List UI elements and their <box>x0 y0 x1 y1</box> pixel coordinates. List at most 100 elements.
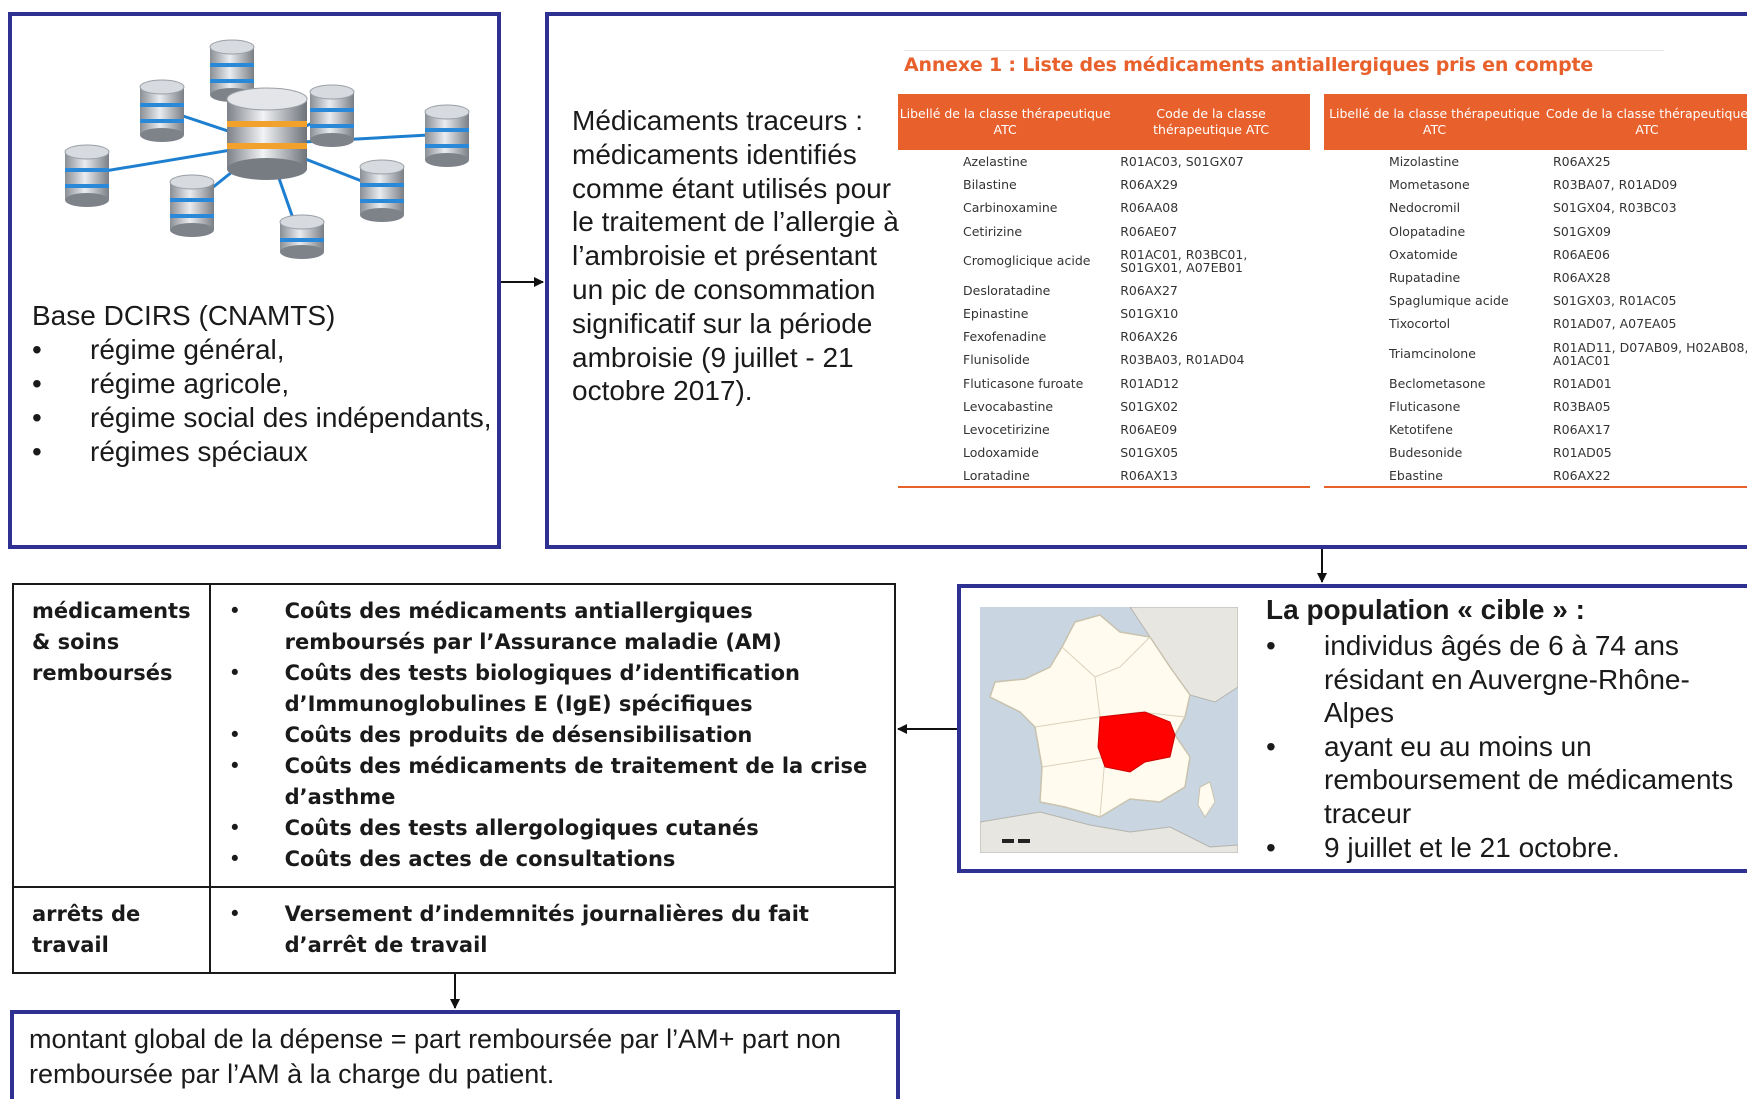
list-item: Coûts des tests allergologiques cutanés <box>229 813 880 844</box>
drug-name: Epinastine <box>963 306 1029 322</box>
drug-name: Beclometasone <box>1389 375 1486 391</box>
list-item: régime social des indépendants, <box>32 401 492 435</box>
list-item: régimes spéciaux <box>32 435 492 469</box>
table-row: Spaglumique acide S01GX03, R01AC05 <box>1324 289 1747 312</box>
drug-name: Mizolastine <box>1389 154 1460 170</box>
montant-text: montant global de la dépense = part remb… <box>29 1024 842 1089</box>
population-box: La population « cible » : individus âgés… <box>957 584 1747 873</box>
cost-items: Versement d’indemnités journalières du f… <box>208 886 897 974</box>
list-item: individus âgés de 6 à 74 ans résidant en… <box>1266 629 1747 730</box>
list-item: Coûts des actes de consultations <box>229 844 880 875</box>
montant-box: montant global de la dépense = part remb… <box>10 1010 900 1099</box>
cost-items: Coûts des médicaments antiallergiques re… <box>208 583 897 888</box>
atc-code: S01GX09 <box>1553 223 1611 239</box>
drug-name: Desloratadine <box>963 282 1051 298</box>
drug-name: Flunisolide <box>963 352 1030 368</box>
dcirs-description: Base DCIRS (CNAMTS) régime général, régi… <box>32 299 492 469</box>
dcirs-box: Base DCIRS (CNAMTS) régime général, régi… <box>8 12 501 549</box>
drug-name: Tixocortol <box>1389 316 1451 332</box>
table-row: Flunisolide R03BA03, R01AD04 <box>898 348 1310 371</box>
atc-code: R06AX17 <box>1553 421 1611 437</box>
table-row: Budesonide R01AD05 <box>1324 441 1747 464</box>
drug-name: Olopatadine <box>1389 223 1466 239</box>
atc-code: R06AX27 <box>1120 282 1178 298</box>
atc-code: S01GX03, R01AC05 <box>1553 293 1677 309</box>
list-item: Coûts des médicaments antiallergiques re… <box>229 596 880 658</box>
drug-name: Budesonide <box>1389 445 1463 461</box>
atc-code: R03BA07, R01AD09 <box>1553 177 1678 193</box>
atc-code: S01GX04, R03BC03 <box>1553 200 1677 216</box>
table-row: Epinastine S01GX10 <box>898 302 1310 325</box>
list-item: régime agricole, <box>32 367 492 401</box>
atc-code: R01AC03, S01GX07 <box>1120 154 1244 170</box>
table-row: arrêts de travail Versement d’indemnités… <box>12 886 897 974</box>
atc-code: R01AD12 <box>1120 375 1179 391</box>
table-row: Nedocromil S01GX04, R03BC03 <box>1324 196 1747 219</box>
atc-code: R06AE06 <box>1553 246 1610 262</box>
drug-name: Fexofenadine <box>963 329 1047 345</box>
drug-name: Carbinoxamine <box>963 200 1058 216</box>
list-item: Coûts des médicaments de traitement de l… <box>229 751 880 813</box>
cost-category: arrêts de travail <box>12 886 211 974</box>
column-header-name: Libellé de la classe thérapeutique ATC <box>898 94 1113 150</box>
drug-name: Ketotifene <box>1389 421 1453 437</box>
table-row: Ketotifene R06AX17 <box>1324 418 1747 441</box>
drug-name: Levocabastine <box>963 398 1054 414</box>
database-network-icon <box>64 39 470 259</box>
atc-code: S01GX10 <box>1120 306 1179 322</box>
atc-code: R03BA05 <box>1553 398 1611 414</box>
table-row: Olopatadine S01GX09 <box>1324 220 1747 243</box>
drug-name: Spaglumique acide <box>1389 293 1509 309</box>
list-item: Coûts des tests biologiques d’identifica… <box>229 658 880 720</box>
drug-name: Nedocromil <box>1389 200 1461 216</box>
atc-code: R06AX13 <box>1112 464 1310 489</box>
atc-code: S01GX02 <box>1120 398 1179 414</box>
population-title: La population « cible » : <box>1266 594 1585 625</box>
france-map-icon <box>980 607 1238 853</box>
atc-code: R01AD01 <box>1553 375 1612 391</box>
table-row: Levocabastine S01GX02 <box>898 395 1310 418</box>
traceurs-description: Médicaments traceurs : médicaments ident… <box>572 105 899 407</box>
drug-name: Triamcinolone <box>1389 346 1476 361</box>
drug-name: Azelastine <box>963 154 1028 170</box>
column-header-code: Code de la classe thérapeutique ATC <box>1112 94 1310 150</box>
drug-name: Levocetirizine <box>963 421 1050 437</box>
traceurs-box: Médicaments traceurs : médicaments ident… <box>545 12 1747 549</box>
atc-code: R01AC01, R03BC01, S01GX01, A07EB01 <box>1120 246 1248 275</box>
drug-name: Rupatadine <box>1389 270 1461 286</box>
dcirs-list: régime général, régime agricole, régime … <box>32 333 492 469</box>
annex-title: Annexe 1 : Liste des médicaments antiall… <box>904 54 1594 76</box>
table-row: Bilastine R06AX29 <box>898 173 1310 196</box>
drug-name: Fluticasone <box>1389 398 1461 414</box>
atc-table-left: Libellé de la classe thérapeutique ATC C… <box>898 94 1310 489</box>
drug-name: Loratadine <box>898 464 1113 489</box>
table-row: Fluticasone R03BA05 <box>1324 395 1747 418</box>
list-item: régime général, <box>32 333 492 367</box>
table-row: médicaments & soins remboursés Coûts des… <box>12 583 897 888</box>
atc-code: R01AD11, D07AB09, H02AB08, A01AC01 <box>1553 339 1747 368</box>
table-row: Beclometasone R01AD01 <box>1324 372 1747 395</box>
drug-name: Ebastine <box>1324 464 1545 489</box>
atc-code: S01GX05 <box>1120 445 1179 461</box>
population-list: individus âgés de 6 à 74 ans résidant en… <box>1266 629 1747 864</box>
drug-name: Mometasone <box>1389 177 1470 193</box>
atc-code: R01AD05 <box>1553 445 1612 461</box>
drug-name: Bilastine <box>963 177 1017 193</box>
annex-divider <box>904 50 1664 51</box>
atc-code: R06AX29 <box>1120 177 1178 193</box>
costs-table: médicaments & soins remboursés Coûts des… <box>12 583 897 974</box>
table-row: Desloratadine R06AX27 <box>898 279 1310 302</box>
atc-code: R03BA03, R01AD04 <box>1120 352 1245 368</box>
table-row: Mometasone R03BA07, R01AD09 <box>1324 173 1747 196</box>
